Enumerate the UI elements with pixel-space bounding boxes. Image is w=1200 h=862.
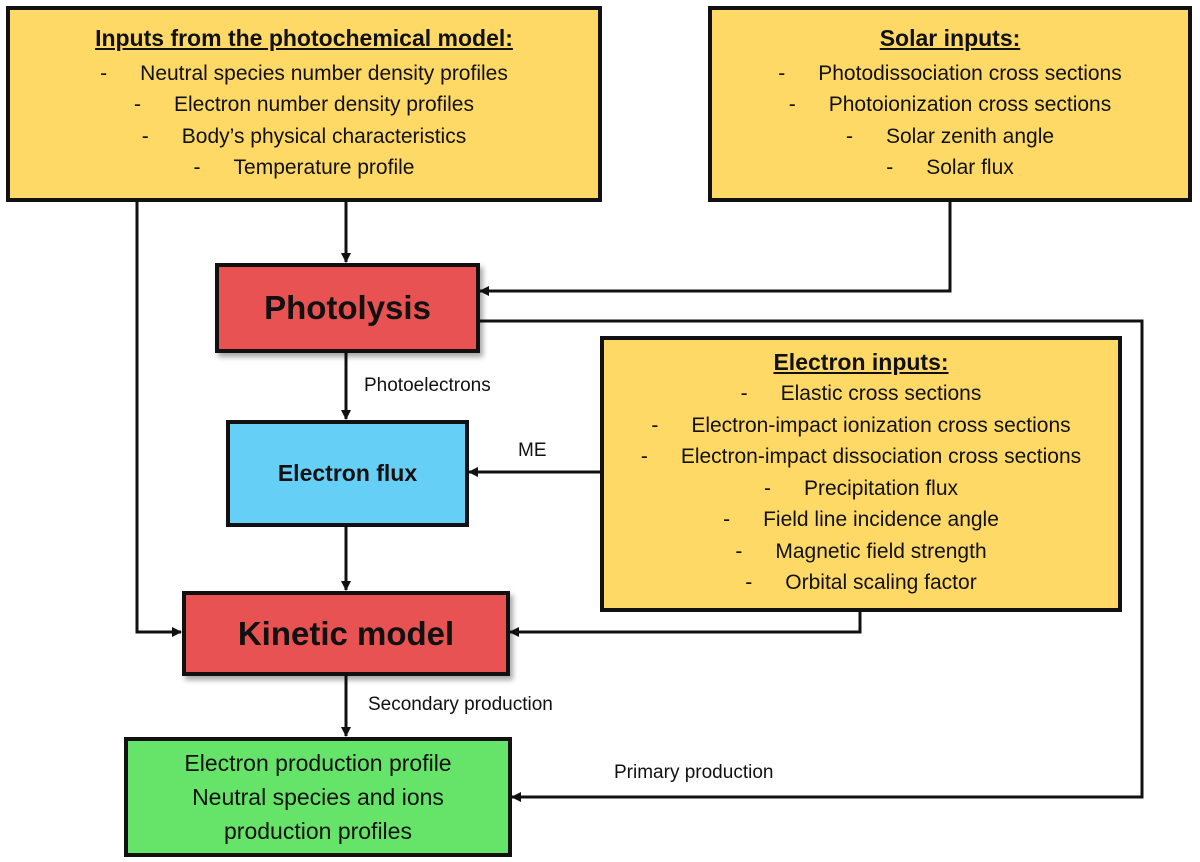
list-item: -Photodissociation cross sections (778, 61, 1122, 85)
photochemical-inputs-box: Inputs from the photochemical model: -Ne… (6, 6, 602, 202)
photochemical-inputs-title: Inputs from the photochemical model: (95, 24, 513, 51)
solar-inputs-title: Solar inputs: (879, 24, 1021, 51)
photolysis-label: Photolysis (264, 289, 431, 326)
photolysis-box: Photolysis (215, 263, 480, 353)
kinetic-model-label: Kinetic model (237, 614, 455, 652)
edge-electron-inputs-to-kinetic (509, 611, 862, 637)
list-item: -Photoionization cross sections (788, 93, 1112, 116)
list-item: -Field line incidence angle (723, 508, 999, 532)
edge-label-me: ME (518, 440, 547, 461)
list-item: -Orbital scaling factor (745, 571, 977, 595)
electron-inputs-box: Electron inputs: -Elastic cross sections… (600, 336, 1122, 612)
edge-label-photoelectrons: Photoelectrons (364, 375, 491, 396)
electron-inputs-title: Electron inputs: (773, 349, 949, 376)
list-item: -Electron number density profiles (134, 93, 474, 116)
photochemical-inputs-list: -Neutral species number density profiles… (100, 58, 508, 184)
outputs-box: Electron production profile Neutral spec… (124, 737, 512, 857)
solar-inputs-list: -Photodissociation cross sections -Photo… (778, 58, 1122, 184)
list-item: -Elastic cross sections (740, 382, 982, 406)
output-line: Neutral species and ions (192, 784, 444, 810)
list-item: -Electron-impact ionization cross sectio… (651, 413, 1071, 437)
kinetic-model-box: Kinetic model (182, 591, 510, 676)
list-item: -Neutral species number density profiles (100, 61, 508, 85)
output-line: Electron production profile (184, 750, 452, 776)
list-item: -Electron-impact dissociation cross sect… (640, 445, 1082, 469)
list-item: -Solar flux (886, 156, 1014, 179)
edge-label-primary-production: Primary production (614, 762, 774, 783)
list-item: -Body’s physical characteristics (141, 124, 467, 148)
list-item: -Solar zenith angle (845, 124, 1055, 148)
edge-label-secondary-production: Secondary production (368, 694, 553, 715)
list-item: -Magnetic field strength (735, 539, 987, 563)
edge-solar-to-photolysis (479, 202, 952, 296)
electron-flux-box: Electron flux (226, 420, 469, 527)
output-line: production profiles (224, 818, 412, 844)
electron-flux-label: Electron flux (277, 460, 418, 486)
edge-photolysis-to-outputs (478, 319, 1144, 802)
solar-inputs-box: Solar inputs: -Photodissociation cross s… (708, 6, 1192, 202)
list-item: -Temperature profile (193, 156, 415, 179)
edge-photochem-to-kinetic (135, 202, 182, 637)
list-item: -Precipitation flux (763, 476, 959, 500)
electron-inputs-list: -Elastic cross sections -Electron-impact… (641, 378, 1081, 599)
